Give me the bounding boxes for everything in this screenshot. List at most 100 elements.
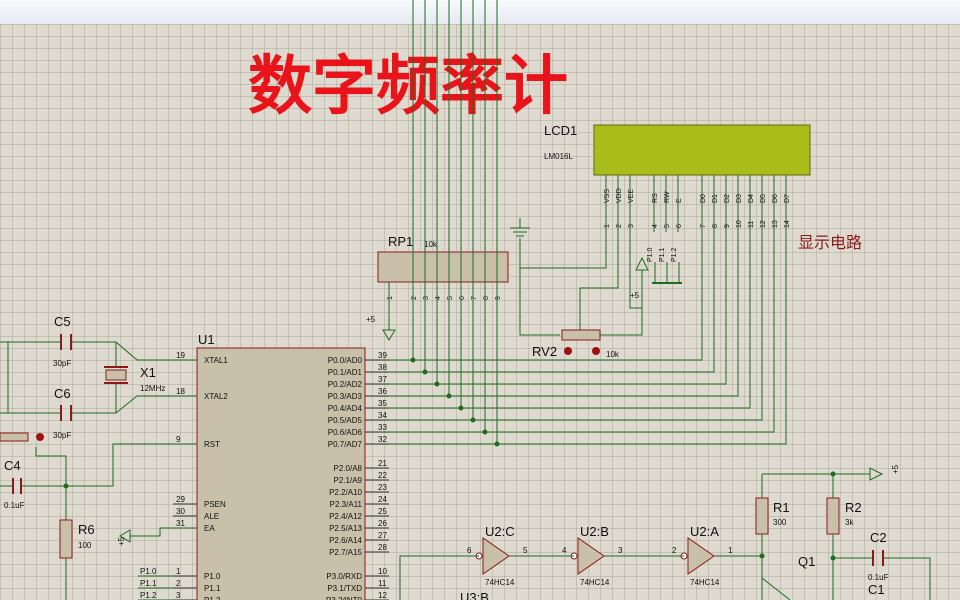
u1-right-pin-name: P2.4/A12	[329, 512, 362, 521]
u1-left-pin-number: 31	[176, 519, 185, 528]
u1-right-pin-name: P3.0/RXD	[326, 572, 362, 581]
lcd-net-p10: P1.0	[647, 247, 654, 262]
lcd-pin-name: D2	[724, 194, 731, 203]
u1-left-pin-number: 19	[176, 351, 185, 360]
r6-ref: R6	[78, 522, 95, 537]
lcd-pin-name: D0	[700, 194, 707, 203]
inverter-icon	[577, 537, 605, 575]
rp1-pin-number: 3	[423, 296, 430, 300]
u1-right-pin-number: 34	[378, 411, 387, 420]
u1-right-pin-name: P0.5/AD5	[328, 416, 363, 425]
reset-button[interactable]	[0, 432, 29, 442]
c6-value: 30pF	[53, 431, 71, 440]
gate-part: 74HC14	[485, 578, 515, 587]
u1-right-pin-name: P0.4/AD4	[328, 404, 363, 413]
p1-net-label: P1.1	[140, 579, 157, 588]
u1-right-pin-name: P2.2/A10	[329, 488, 362, 497]
u1-left-pin-name: PSEN	[204, 500, 226, 509]
u1-left-pin-name: RST	[204, 440, 220, 449]
gate-ref: U2:A	[690, 524, 719, 539]
u1-left-pin-name: ALE	[204, 512, 219, 521]
u1-microcontroller[interactable]	[196, 347, 366, 600]
r6-resistor[interactable]	[59, 519, 73, 559]
lcd-pin-number: 13	[772, 220, 779, 228]
gate-in-pin: 2	[672, 546, 677, 555]
u1-right-pin-name: P0.7/AD7	[328, 440, 363, 449]
lcd-pin-number: 5	[664, 224, 671, 228]
u1-right-pin-name: P2.7/A15	[329, 548, 362, 557]
rp1-pin-number: 8	[483, 296, 490, 300]
u1-right-pin-number: 36	[378, 387, 387, 396]
u1-left-pin-number: 30	[176, 507, 185, 516]
rv2-potentiometer[interactable]	[561, 329, 601, 341]
u1-right-pin-name: P0.3/AD3	[328, 392, 363, 401]
u1-ref: U1	[198, 332, 215, 347]
lcd-pin-number: 10	[736, 220, 743, 228]
u1-left-pin-name: XTAL1	[204, 356, 228, 365]
lcd-pin-name: D7	[784, 194, 791, 203]
lcd-pin-name: D1	[712, 194, 719, 203]
c5-ref: C5	[54, 314, 71, 329]
u1-right-pin-name: P2.1/A9	[334, 476, 363, 485]
lcd-pin-name: D3	[736, 194, 743, 203]
u1-right-pin-name: P2.6/A14	[329, 536, 362, 545]
rp1-pin-number: 5	[447, 296, 454, 300]
lcd-ref: LCD1	[544, 123, 577, 138]
gate-out-pin: 3	[618, 546, 623, 555]
u1-left-pin-name: P1.0	[204, 572, 221, 581]
lcd-display[interactable]	[593, 124, 811, 176]
lcd-pin-number: 3	[628, 224, 635, 228]
u1-left-pin-number: 2	[176, 579, 181, 588]
p1-net-stubs: P1.0P1.1P1.2	[138, 567, 173, 600]
x1-value: 12MHz	[140, 384, 165, 393]
lcd-part: LM016L	[544, 152, 573, 161]
lcd-pin-number: 14	[784, 220, 791, 228]
u1-right-pin-number: 12	[378, 591, 387, 600]
gate-ref: U2:B	[580, 524, 609, 539]
r2-value: 3k	[845, 518, 854, 527]
u1-right-pin-name: P0.1/AD1	[328, 368, 363, 377]
u1-left-pin-number: 29	[176, 495, 185, 504]
rp1-pin-number: 2	[411, 296, 418, 300]
u1-right-pin-number: 28	[378, 543, 387, 552]
lcd-pin-name: D5	[760, 194, 767, 203]
schematic-canvas[interactable]	[0, 24, 960, 600]
u1-right-pin-number: 10	[378, 567, 387, 576]
r2-resistor[interactable]	[826, 497, 840, 535]
u1-right-pins: P0.0/AD039P0.1/AD138P0.2/AD237P0.3/AD336…	[326, 351, 389, 600]
gate-part: 74HC14	[580, 578, 610, 587]
rp1-supply-arrow-icon	[382, 329, 396, 341]
right-supply-arrow-icon	[869, 467, 884, 481]
u1-right-pin-number: 33	[378, 423, 387, 432]
r2-ref: R2	[845, 500, 862, 515]
rp1-resistor-pack[interactable]	[377, 251, 509, 283]
gate-in-pin: 6	[467, 546, 472, 555]
rp1-pin-number: 1	[387, 296, 394, 300]
c4-ref: C4	[4, 458, 21, 473]
lcd-net-p12: P1.2	[671, 247, 678, 262]
rp1-supply-label: +5	[366, 315, 376, 324]
r1-value: 300	[773, 518, 787, 527]
gate-in-pin: 4	[562, 546, 567, 555]
r6-value: 100	[78, 541, 92, 550]
u1-right-pin-name: P0.2/AD2	[328, 380, 363, 389]
ea-supply-arrow-icon	[119, 529, 131, 543]
c4-value: 0.1uF	[4, 501, 25, 510]
c1-ref: C1	[868, 582, 885, 597]
u1-right-pin-number: 37	[378, 375, 387, 384]
rp1-pin-number: 9	[495, 296, 502, 300]
lcd-pin-number: 9	[724, 224, 731, 228]
r1-resistor[interactable]	[755, 497, 769, 535]
ea-supply-label: +5	[117, 536, 126, 546]
u1-right-pin-number: 25	[378, 507, 387, 516]
u1-right-pin-number: 27	[378, 531, 387, 540]
u1-left-pin-number: 3	[176, 591, 181, 600]
rp1-ref: RP1	[388, 234, 413, 249]
u1-right-pin-name: P0.0/AD0	[328, 356, 363, 365]
lcd-pin-number: 11	[748, 221, 755, 228]
lcd-pin-name: E	[676, 198, 683, 203]
gate-ref: U2:C	[485, 524, 515, 539]
